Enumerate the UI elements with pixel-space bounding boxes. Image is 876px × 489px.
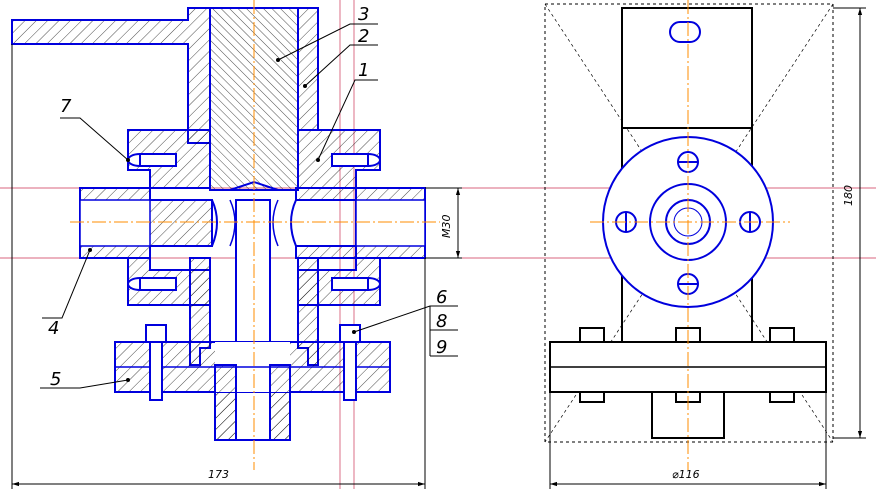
dim-height	[833, 7, 866, 439]
callout-7: 7	[60, 96, 72, 117]
dim-173: 173	[208, 468, 229, 481]
callout-2: 2	[358, 26, 369, 47]
dim-m30	[425, 187, 462, 259]
bolts	[127, 153, 381, 401]
callout-1: 1	[358, 60, 369, 81]
handle-housing	[621, 7, 753, 344]
callout-8: 8	[436, 311, 447, 332]
handle-lever	[11, 7, 211, 144]
callout-3: 3	[358, 4, 369, 25]
dim-m30-text: M30	[440, 215, 453, 239]
callout-6: 6	[436, 287, 447, 308]
bushing	[297, 7, 319, 131]
dim-overall-width	[11, 44, 426, 489]
side-view: 180 ⌀116	[544, 0, 866, 489]
leader-dots	[88, 58, 356, 382]
dim-116: ⌀116	[672, 468, 700, 481]
leaders	[40, 23, 458, 389]
pipe	[79, 187, 426, 259]
callout-5: 5	[50, 369, 61, 390]
dim-diameter	[549, 392, 827, 489]
callout-4: 4	[48, 318, 59, 339]
callout-9: 9	[436, 337, 447, 358]
dim-180: 180	[842, 185, 855, 206]
base-plate-side	[549, 327, 827, 439]
stem	[209, 7, 299, 441]
